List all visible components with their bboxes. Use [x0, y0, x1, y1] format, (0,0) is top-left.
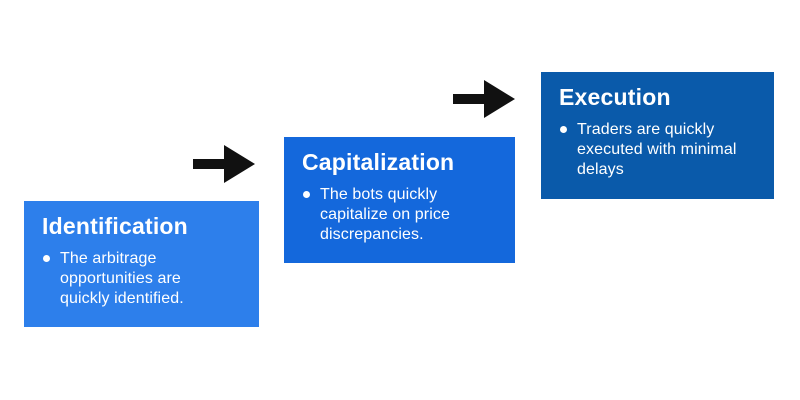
bullet-item: Traders are quickly executed with minima…: [559, 120, 756, 180]
arrow-right-shape: [453, 80, 515, 118]
step-title: Execution: [559, 84, 671, 110]
bullet-icon: [303, 191, 310, 198]
bullet-icon: [43, 255, 50, 262]
step-title: Capitalization: [302, 149, 455, 175]
bullet-text: Traders are quickly executed with minima…: [577, 121, 737, 178]
bullet-text: The bots quickly capitalize on price dis…: [320, 186, 450, 243]
bullet-text: The arbitrage opportunities are quickly …: [60, 250, 184, 307]
bullet-item: The bots quickly capitalize on price dis…: [302, 185, 497, 245]
step-box-identification: Identification The arbitrage opportuniti…: [24, 201, 259, 327]
step-title: Identification: [42, 213, 188, 239]
bullet-item: The arbitrage opportunities are quickly …: [42, 249, 241, 309]
step-box-capitalization: Capitalization The bots quickly capitali…: [284, 137, 515, 263]
bullet-icon: [560, 126, 567, 133]
arrow-right-shape: [193, 145, 255, 183]
arrow-right-icon: [453, 80, 515, 118]
step-box-execution: Execution Traders are quickly executed w…: [541, 72, 774, 199]
arrow-right-icon: [193, 145, 255, 183]
